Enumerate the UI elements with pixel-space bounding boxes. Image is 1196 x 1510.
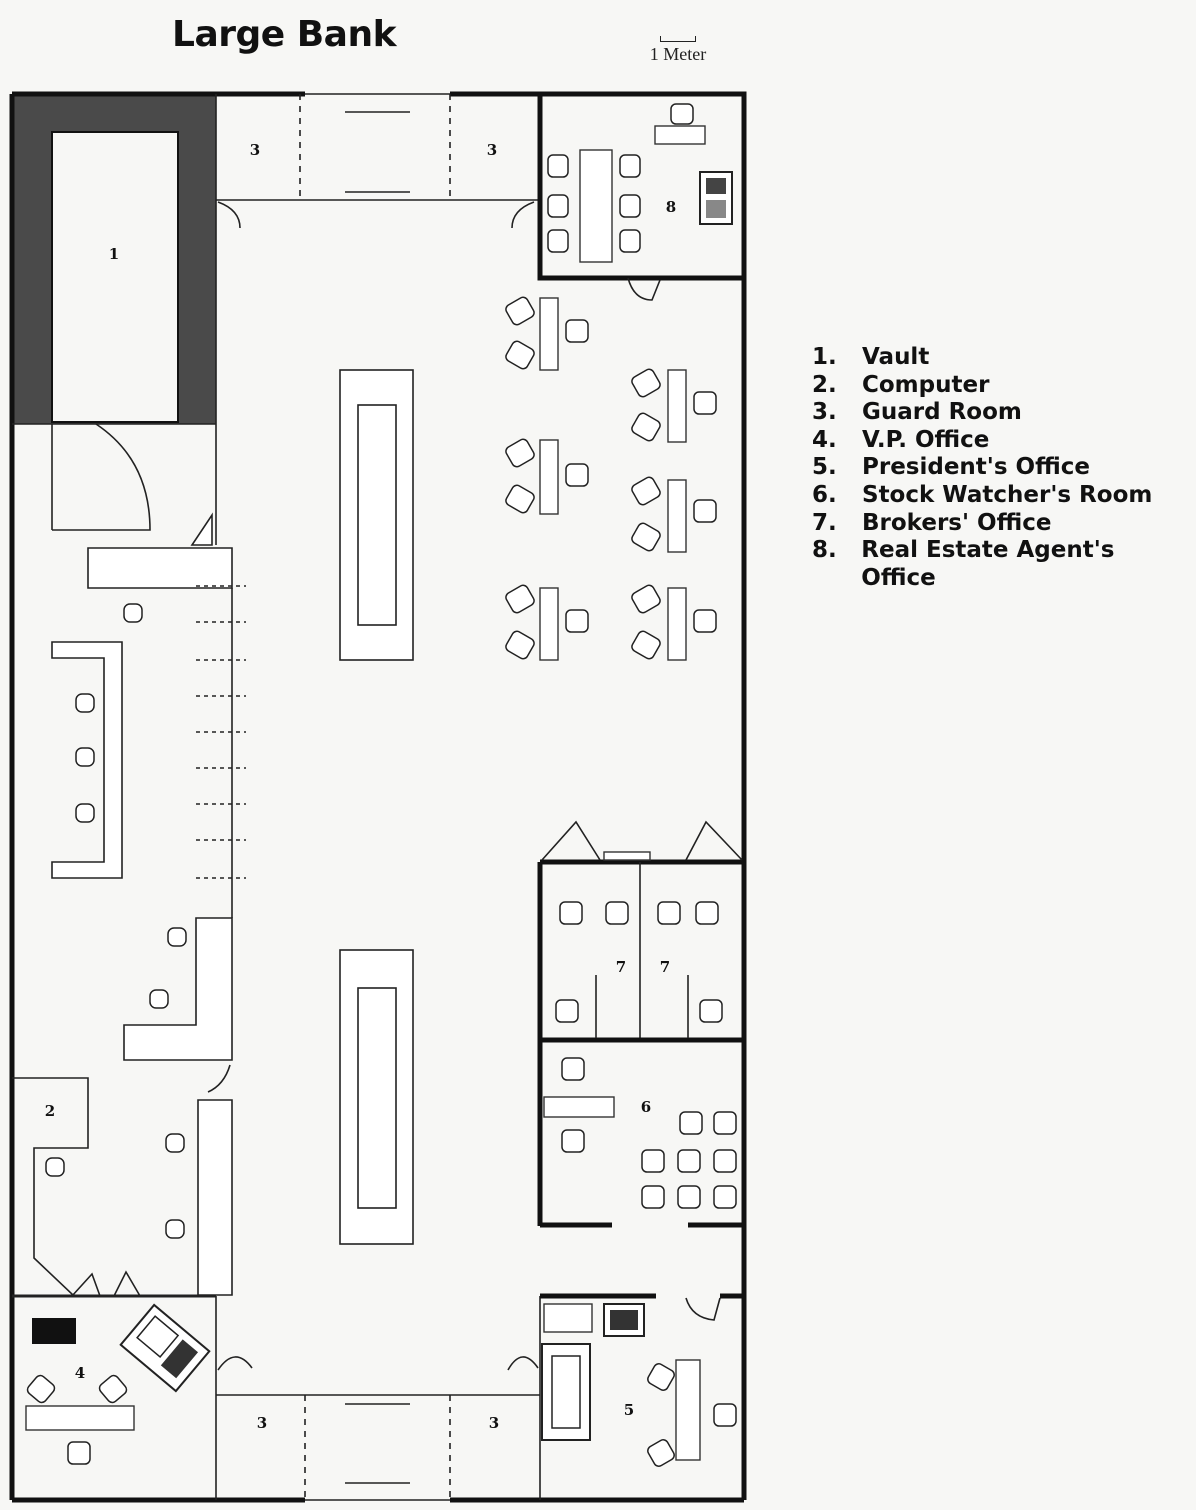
legend-item: 8. Real Estate Agent's Office xyxy=(812,537,1192,592)
legend-number: 1. xyxy=(812,344,837,370)
room-label-broker-left: 7 xyxy=(616,958,626,976)
guard-rooms xyxy=(215,94,541,1500)
scale-bar: 1 Meter xyxy=(630,36,726,65)
legend-item: 5. President's Office xyxy=(812,454,1192,482)
vp-office xyxy=(25,1303,211,1431)
room-label-guard-nw: 3 xyxy=(250,141,260,159)
legend-number: 3. xyxy=(812,399,837,426)
legend-item: 1. Vault xyxy=(812,344,1192,372)
legend-label: Vault xyxy=(862,344,930,370)
room-label-president-office: 5 xyxy=(624,1401,634,1419)
legend-label: V.P. Office xyxy=(862,426,990,453)
legend-number: 8. xyxy=(812,537,837,564)
legend-label: Real Estate Agent's Office xyxy=(861,537,1115,591)
scale-bar-label: 1 Meter xyxy=(649,44,707,64)
legend-label: Brokers' Office xyxy=(862,509,1052,536)
president-office xyxy=(540,1293,744,1461)
legend-item: 3. Guard Room xyxy=(812,399,1192,427)
brokers-offices xyxy=(537,820,744,1226)
legend-number: 5. xyxy=(812,454,837,481)
room-label-computer: 2 xyxy=(45,1102,55,1120)
room-label-guard-ne: 3 xyxy=(487,141,497,159)
vault-door xyxy=(12,423,217,546)
room-label-broker-right: 7 xyxy=(660,958,670,976)
legend-item: 7. Brokers' Office xyxy=(812,510,1192,538)
legend-label: Computer xyxy=(862,371,990,398)
stock-room xyxy=(540,1096,744,1228)
room-label-real-estate: 8 xyxy=(666,198,676,216)
legend: 1. Vault 2. Computer 3. Guard Room 4. V.P. O… xyxy=(812,344,1192,592)
lobby-tables xyxy=(339,369,414,1245)
real-estate-office xyxy=(537,91,747,301)
legend-number: 6. xyxy=(812,481,837,508)
teller-counter xyxy=(51,547,246,1296)
room-label-vp-office: 4 xyxy=(75,1364,85,1382)
room-label-guard-sw: 3 xyxy=(257,1414,267,1432)
legend-label: President's Office xyxy=(862,454,1090,481)
scale-bar-line xyxy=(660,36,696,42)
legend-item: 4. V.P. Office xyxy=(812,427,1192,455)
legend-label: Guard Room xyxy=(862,399,1022,426)
entrances xyxy=(299,93,451,1501)
room-label-vault: 1 xyxy=(109,245,119,263)
legend-item: 6. Stock Watcher's Room xyxy=(812,482,1192,510)
room-label-guard-se: 3 xyxy=(489,1414,499,1432)
vault-interior xyxy=(51,131,179,423)
legend-label: Stock Watcher's Room xyxy=(862,481,1153,508)
legend-number: 4. xyxy=(812,426,837,453)
legend-number: 2. xyxy=(812,371,837,398)
legend-item: 2. Computer xyxy=(812,372,1192,400)
plan-title: Large Bank xyxy=(172,14,397,55)
open-desks xyxy=(539,297,687,661)
room-label-stock-room: 6 xyxy=(641,1098,651,1116)
computer-room xyxy=(12,1064,231,1298)
chairs xyxy=(26,103,737,1467)
legend-number: 7. xyxy=(812,509,837,536)
